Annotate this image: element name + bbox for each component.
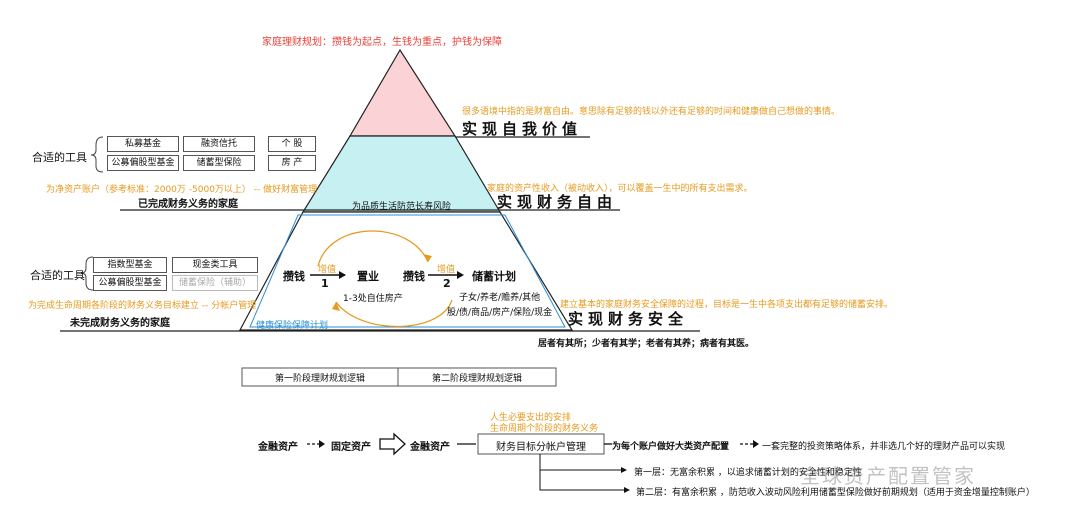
flow-result: 一套完整的投资策略体系，并非选几个好的理财产品可以实现 (762, 442, 1006, 452)
cycle-buy-note: 1-3处自住房产 (343, 294, 403, 304)
cycle-plan: 储蓄计划 (472, 270, 516, 283)
bottom-level-note: 建立基本的家庭财务安全保障的过程，目标是一生中各项支出都有足够的储蓄安排。 (560, 300, 894, 310)
cycle-plan-note-1: 子女/养老/赡养/其他 (459, 293, 541, 303)
inner-trapezoid (249, 214, 566, 328)
flow-box-note-1: 人生必要支出的安排 (490, 413, 572, 423)
cycle-arc-top (317, 230, 429, 267)
upper-left-family: 已完成财务义务的家庭 (138, 199, 238, 210)
hollow-arrow (379, 432, 406, 456)
tool-trust: 融资信托 (183, 136, 255, 152)
cycle-save-1: 攒钱 (283, 270, 305, 283)
tool-stock: 个 股 (268, 136, 316, 152)
flow-box-label: 财务目标分帐户管理 (496, 442, 586, 453)
lower-brace (80, 256, 94, 291)
cycle-arrow-1-head (339, 271, 346, 279)
tool-real-estate: 房 产 (268, 155, 316, 171)
flow-layer-2: 第二层：有富余积累 ，防范收入波动风险利用储蓄型保险做好前期规划（适用于资金增量… (636, 488, 1035, 498)
cycle-save-2: 攒钱 (403, 270, 425, 283)
middle-inside-text: 为品质生活防范长寿风险 (352, 202, 452, 212)
bottom-inside-text: 健康保险保障计划 (256, 321, 329, 331)
cycle-num-2: 2 (443, 277, 451, 290)
middle-level-label: 实现财务自由 (497, 193, 618, 211)
tab-box-2 (397, 367, 557, 387)
pyramid-bottom (238, 211, 574, 331)
cycle-buy: 置业 (357, 270, 379, 283)
tool-equity-fund: 公募偏股型基金 (107, 155, 179, 171)
cycle-arc-top-head (423, 254, 432, 262)
flow-box-note-2: 生命周期个阶段的财务义务 (490, 424, 599, 434)
flow-config: 为每个账户做好大类资产配置 (612, 442, 730, 452)
top-level-label: 实现自我价值 (462, 120, 583, 138)
tool-savings-insurance: 储蓄型保险 (183, 155, 255, 171)
tab-stage-1[interactable]: 第一阶段理财规划逻辑 (274, 374, 365, 384)
upper-left-note: 为净资产账户（参考标准：2000万 -5000万以上） -- 做好财富管理 (46, 185, 318, 195)
bottom-level-label: 实现财务安全 (568, 310, 689, 328)
lower-left-note: 为完成生命周期各阶段的财务义务目标建立 -- 分帐户管理 (28, 301, 257, 311)
tool-cash: 现金类工具 (172, 257, 258, 273)
cycle-arc-bottom-head (332, 302, 340, 311)
lower-tools-label: 合适的工具 (30, 269, 85, 282)
flow-financial-asset-2: 金融资产 (410, 442, 450, 453)
cycle-arrow-2-head (457, 271, 464, 279)
upper-brace (90, 136, 104, 173)
cycle-grow-2: 增值 (437, 265, 456, 275)
cycle-arc-bottom (335, 299, 453, 328)
lower-left-family: 未完成财务义务的家庭 (70, 318, 170, 329)
tab-stage-2[interactable]: 第二阶段理财规划逻辑 (431, 374, 522, 384)
upper-tools-label: 合适的工具 (32, 151, 87, 164)
diagram-title: 家庭理财规划：攒钱为起点，生钱为重点，护钱为保障 (262, 37, 502, 48)
middle-level-note: 家庭的资产性收入（被动收入），可以覆盖一生中的所有支出需求。 (487, 184, 753, 194)
tool-index-fund: 指数型基金 (93, 257, 167, 273)
cycle-grow-1: 增值 (318, 265, 337, 275)
cycle-num-1: 1 (321, 277, 329, 290)
tool-private-fund: 私募基金 (107, 136, 179, 152)
tool-equity-fund-2: 公募偏股型基金 (93, 275, 167, 291)
bottom-level-motto: 居者有其所；少者有其学；老者有其养；病者有其医。 (538, 339, 755, 349)
watermark: 全球资产配置管家 (800, 464, 976, 488)
cycle-plan-note-2: 股/债/商品/房产/保险/现金 (447, 308, 553, 318)
flow-layer-1: 第一层：无富余积累 ，以追求储蓄计划的安全性和稳定性 (634, 468, 862, 478)
tool-savings-insurance-aux: 储蓄保险（辅助） (172, 275, 258, 291)
flow-fixed-asset: 固定资产 (331, 442, 371, 453)
pyramid-top (348, 48, 457, 137)
flow-financial-asset-1: 金融资产 (258, 442, 298, 453)
top-level-note: 很多语境中指的是财富自由。意思除有足够的钱以外还有足够的时间和健康做自己想做的事… (462, 107, 841, 117)
